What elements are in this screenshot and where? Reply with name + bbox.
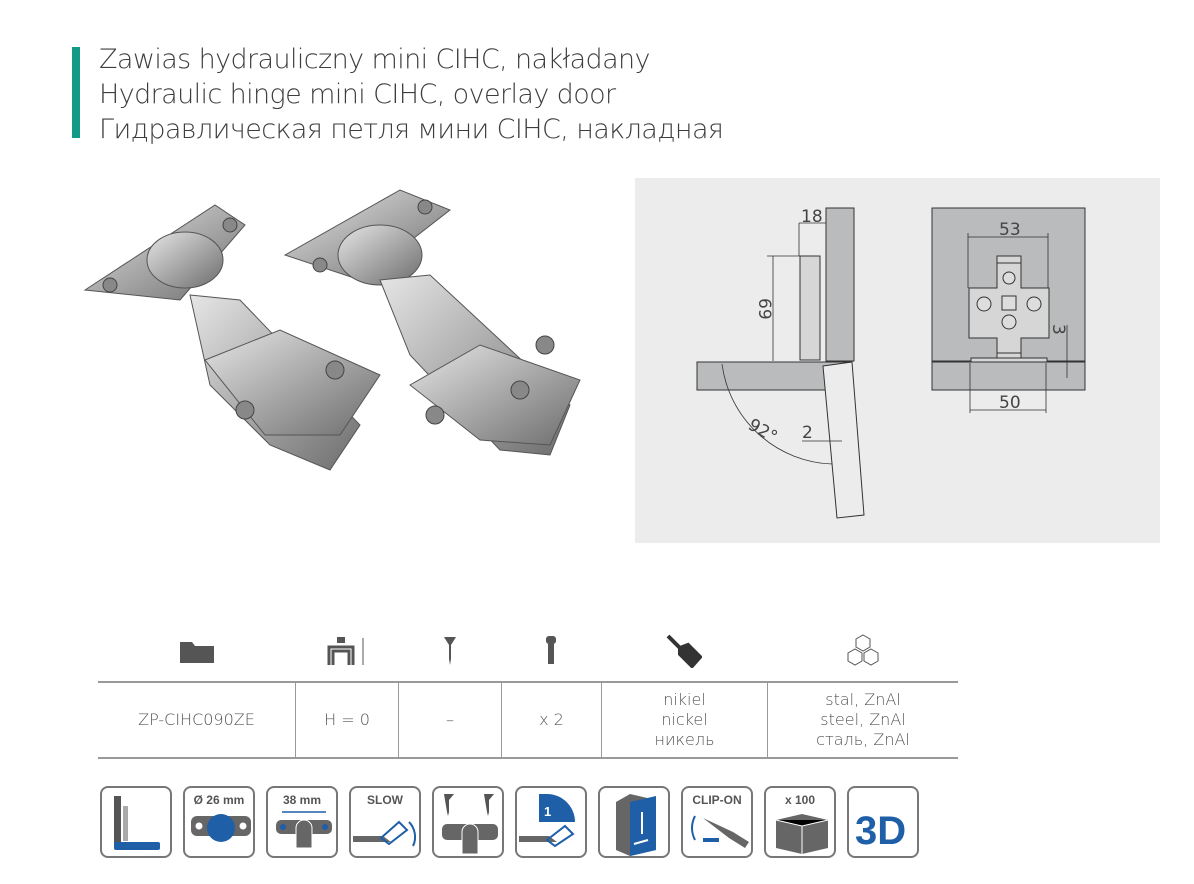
hinge-side bbox=[799, 255, 821, 361]
hinge-photo bbox=[83, 189, 581, 471]
dim-53: 53 bbox=[999, 220, 1021, 240]
package-qty-icon: x 100 bbox=[764, 786, 836, 858]
title-en: Hydraulic hinge mini CIHC, overlay door bbox=[99, 79, 616, 110]
folder-icon bbox=[179, 641, 214, 663]
dim-angle: 92° bbox=[745, 415, 781, 447]
cubes-material-icon bbox=[847, 633, 878, 666]
3-way-adjust-icon bbox=[598, 786, 670, 858]
finish-ru: никель bbox=[654, 730, 715, 749]
euro-screws-value: x 2 bbox=[501, 683, 601, 757]
svg-text:3D: 3D bbox=[855, 809, 906, 853]
svg-text:1: 1 bbox=[544, 804, 551, 819]
dim-3: 3 bbox=[1048, 324, 1068, 335]
one-way-icon: 1 bbox=[515, 786, 587, 858]
overlay-door-icon bbox=[100, 786, 172, 858]
soft-close-icon: SLOW bbox=[349, 786, 421, 858]
feature-icons: Ø 26 mm 38 mm SLOW 1 CLIP-ON x 100 3D bbox=[100, 786, 919, 858]
finish-en: nickel bbox=[661, 710, 708, 729]
dim-18: 18 bbox=[801, 207, 823, 227]
title-pl: Zawias hydrauliczny mini CIHC, nakładany bbox=[99, 44, 651, 75]
material-pl: stal, ZnAl bbox=[825, 690, 901, 709]
paint-brush-icon bbox=[666, 634, 702, 668]
material-en: steel, ZnAl bbox=[820, 710, 906, 729]
height-adjust-icon bbox=[327, 636, 363, 665]
hole-distance-icon: 38 mm bbox=[266, 786, 338, 858]
height-value: H = 0 bbox=[295, 683, 398, 757]
side-panel bbox=[825, 207, 855, 362]
cup-diameter-icon: Ø 26 mm bbox=[183, 786, 255, 858]
dim-50: 50 bbox=[999, 393, 1021, 413]
material-ru: сталь, ZnAl bbox=[816, 730, 910, 749]
finish-pl: nikiel bbox=[663, 690, 706, 709]
dim-69: 69 bbox=[754, 298, 774, 320]
euro-screw-icon bbox=[546, 635, 556, 664]
page-title: Zawias hydrauliczny mini CIHC, nakładany… bbox=[99, 42, 724, 147]
screws-value: – bbox=[398, 683, 501, 757]
clip-on-icon: CLIP-ON bbox=[681, 786, 753, 858]
dimension-diagram: 18 69 92° 2 53 50 3 bbox=[635, 178, 1160, 543]
product-code: ZP-CIHC090ZE bbox=[138, 710, 255, 729]
screw-mount-icon bbox=[432, 786, 504, 858]
wood-screw-icon bbox=[443, 636, 456, 665]
title-ru: Гидравлическая петля мини CIHC, накладна… bbox=[99, 114, 724, 145]
accent-bar bbox=[72, 47, 80, 138]
dim-2: 2 bbox=[802, 423, 813, 443]
3d-model-icon: 3D bbox=[847, 786, 919, 858]
